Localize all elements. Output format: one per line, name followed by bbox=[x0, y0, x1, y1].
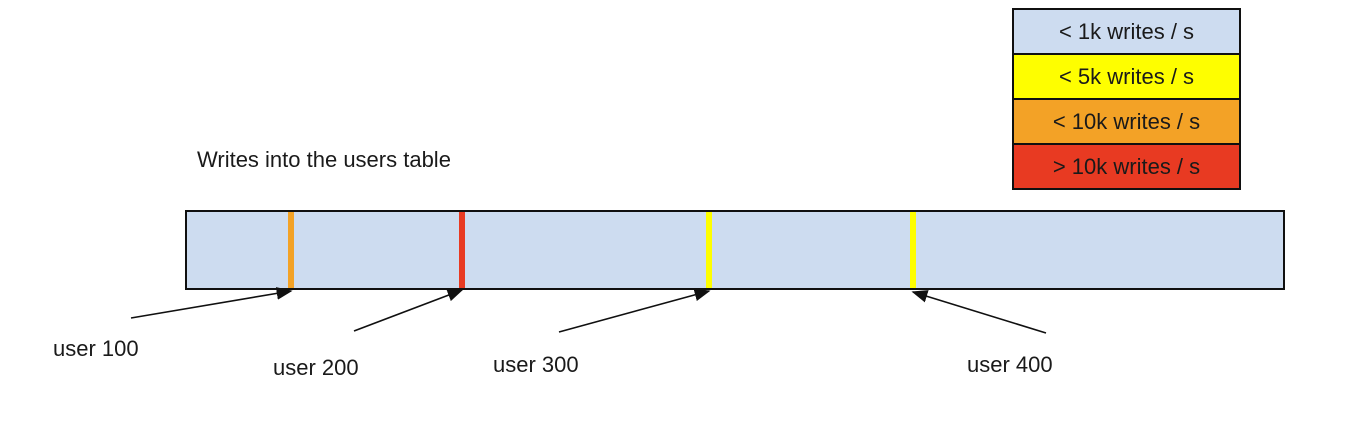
user-label-user-300: user 300 bbox=[493, 352, 579, 377]
write-rate-stripe-user-300 bbox=[706, 212, 712, 288]
arrow-user-100 bbox=[130, 287, 293, 319]
legend-item-label: < 5k writes / s bbox=[1058, 63, 1195, 89]
legend: < 1k writes / s < 5k writes / s < 10k wr… bbox=[1012, 8, 1241, 190]
write-rate-stripe-user-100 bbox=[288, 212, 294, 288]
user-label-user-100: user 100 bbox=[53, 336, 139, 361]
users-table-bar bbox=[185, 210, 1285, 290]
arrow-user-200 bbox=[353, 289, 464, 332]
legend-item-label: < 1k writes / s bbox=[1058, 18, 1195, 44]
write-rate-stripe-user-400 bbox=[910, 212, 916, 288]
legend-item-label: < 10k writes / s bbox=[1052, 108, 1201, 134]
legend-item-lt-10k: < 10k writes / s bbox=[1012, 98, 1241, 145]
legend-item-gt-10k: > 10k writes / s bbox=[1012, 143, 1241, 190]
write-rate-stripe-user-200 bbox=[459, 212, 465, 288]
legend-item-lt-5k: < 5k writes / s bbox=[1012, 53, 1241, 100]
user-label-user-200: user 200 bbox=[273, 355, 359, 380]
arrow-user-300 bbox=[558, 288, 711, 333]
legend-item-label: > 10k writes / s bbox=[1052, 153, 1201, 179]
legend-item-lt-1k: < 1k writes / s bbox=[1012, 8, 1241, 55]
arrow-user-400 bbox=[911, 290, 1047, 334]
user-label-user-400: user 400 bbox=[967, 352, 1053, 377]
diagram-title: Writes into the users table bbox=[197, 147, 451, 172]
